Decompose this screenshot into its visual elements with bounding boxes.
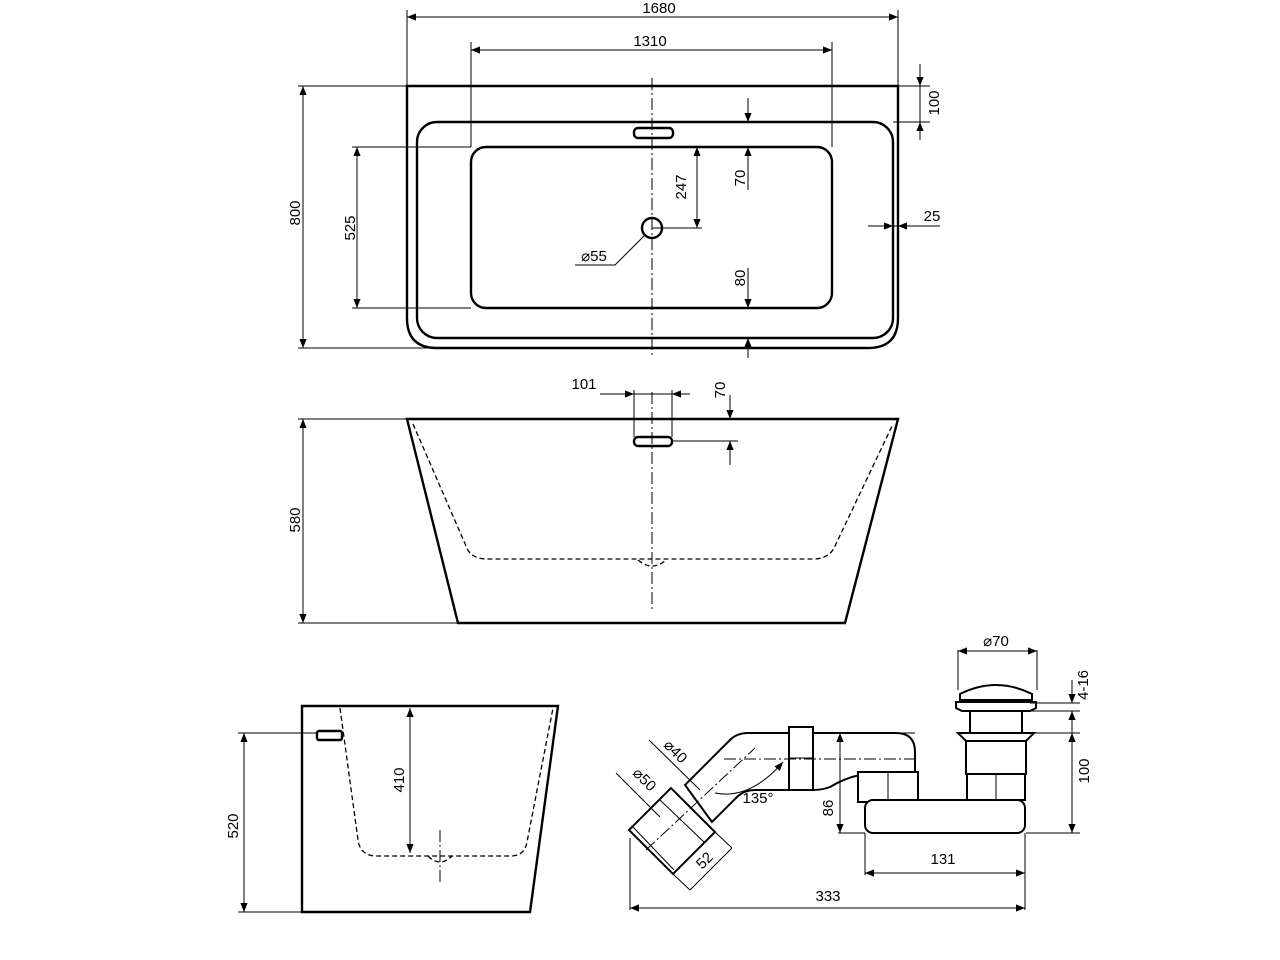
dim-total-length: 333 bbox=[815, 888, 840, 905]
dim-overall-width: 800 bbox=[287, 200, 304, 225]
dim-plug-height: 100 bbox=[1076, 758, 1093, 783]
plug-cap bbox=[955, 701, 1037, 712]
dim-elbow-angle: 135° bbox=[742, 790, 773, 807]
dim-overflow-height: 520 bbox=[225, 813, 242, 838]
tub-inner-hidden-line bbox=[339, 707, 554, 857]
dim-drain-offset: 247 bbox=[673, 174, 690, 199]
dim-rim-bottom-inner: 80 bbox=[732, 270, 749, 287]
tub-outline-front bbox=[405, 417, 900, 625]
drain-assembly: ⌀70 4-16 100 86 131 333 ⌀40 ⌀50 52 135° bbox=[615, 633, 1093, 912]
overflow-icon bbox=[632, 126, 675, 140]
dim-outlet-length: 52 bbox=[693, 849, 717, 873]
side-view: 410 520 bbox=[225, 704, 560, 914]
tub-rim-top bbox=[415, 120, 895, 340]
dim-rim-back: 100 bbox=[926, 90, 943, 115]
front-view: 101 70 580 bbox=[287, 376, 900, 625]
dim-overflow-depth: 70 bbox=[712, 382, 729, 399]
overflow-icon bbox=[632, 435, 674, 448]
plug-body bbox=[965, 739, 1027, 775]
dim-drain-diameter: ⌀55 bbox=[581, 248, 607, 265]
trap-body bbox=[864, 799, 1026, 834]
dim-overall-length: 1680 bbox=[642, 0, 675, 17]
dim-inner-width: 525 bbox=[342, 215, 359, 240]
tub-outline-side bbox=[300, 704, 560, 914]
top-view: 1680 1310 100 70 247 25 80 525 800 ⌀55 bbox=[287, 0, 943, 358]
dim-rim-top-inner: 70 bbox=[732, 170, 749, 187]
dim-rim-side: 25 bbox=[924, 208, 941, 225]
dim-plug-diameter: ⌀70 bbox=[983, 633, 1009, 650]
tub-inner-hidden-line bbox=[412, 423, 894, 560]
dim-pipe-diameter-40: ⌀40 bbox=[660, 737, 690, 767]
tub-outline-top bbox=[405, 84, 900, 350]
overflow-icon bbox=[315, 729, 344, 742]
dim-plug-lift: 4-16 bbox=[1075, 670, 1092, 700]
dim-trap-length: 131 bbox=[930, 851, 955, 868]
dim-height: 580 bbox=[287, 507, 304, 532]
drain-pipe bbox=[683, 732, 791, 824]
plug-flange bbox=[955, 732, 1037, 742]
dim-inner-length: 1310 bbox=[633, 33, 666, 50]
dim-trap-height: 86 bbox=[820, 800, 837, 817]
dim-inner-depth: 410 bbox=[391, 767, 408, 792]
dim-overflow-width: 101 bbox=[571, 376, 596, 393]
